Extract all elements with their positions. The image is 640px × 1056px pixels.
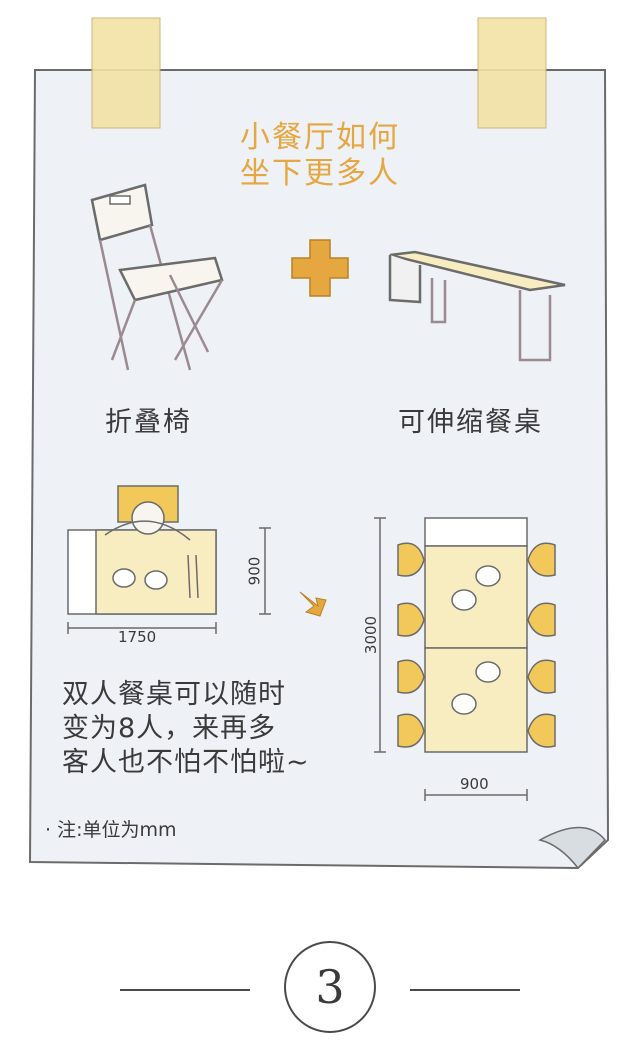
arrow-icon xyxy=(299,591,327,617)
plus-icon xyxy=(291,239,349,297)
small-table-width-label: 1750 xyxy=(118,628,157,646)
tape-right xyxy=(477,17,547,129)
extendable-table-label: 可伸缩餐桌 xyxy=(398,407,543,438)
folding-chair-drawing xyxy=(90,183,224,371)
page-number: 3 xyxy=(315,960,345,1014)
page-number-circle xyxy=(284,941,376,1033)
description-line-1: 双人餐桌可以随时 xyxy=(62,679,286,710)
long-table-width-label: 900 xyxy=(460,775,489,793)
description-line-2: 变为8人，来再多 xyxy=(62,713,277,744)
unit-note: · 注:单位为mm xyxy=(45,819,177,841)
tape-left xyxy=(91,17,161,129)
folded-corner xyxy=(537,826,606,870)
description-line-3: 客人也不怕不怕啦~ xyxy=(62,747,310,778)
title-line-1: 小餐厅如何 xyxy=(240,120,400,155)
small-table-plan xyxy=(67,485,271,634)
extendable-table-drawing xyxy=(388,250,566,362)
title-line-2: 坐下更多人 xyxy=(240,156,400,191)
long-table-length-label: 3000 xyxy=(362,615,381,655)
folding-chair-label: 折叠椅 xyxy=(105,407,192,438)
long-table-plan xyxy=(374,517,556,801)
small-table-depth-label: 900 xyxy=(245,556,264,586)
